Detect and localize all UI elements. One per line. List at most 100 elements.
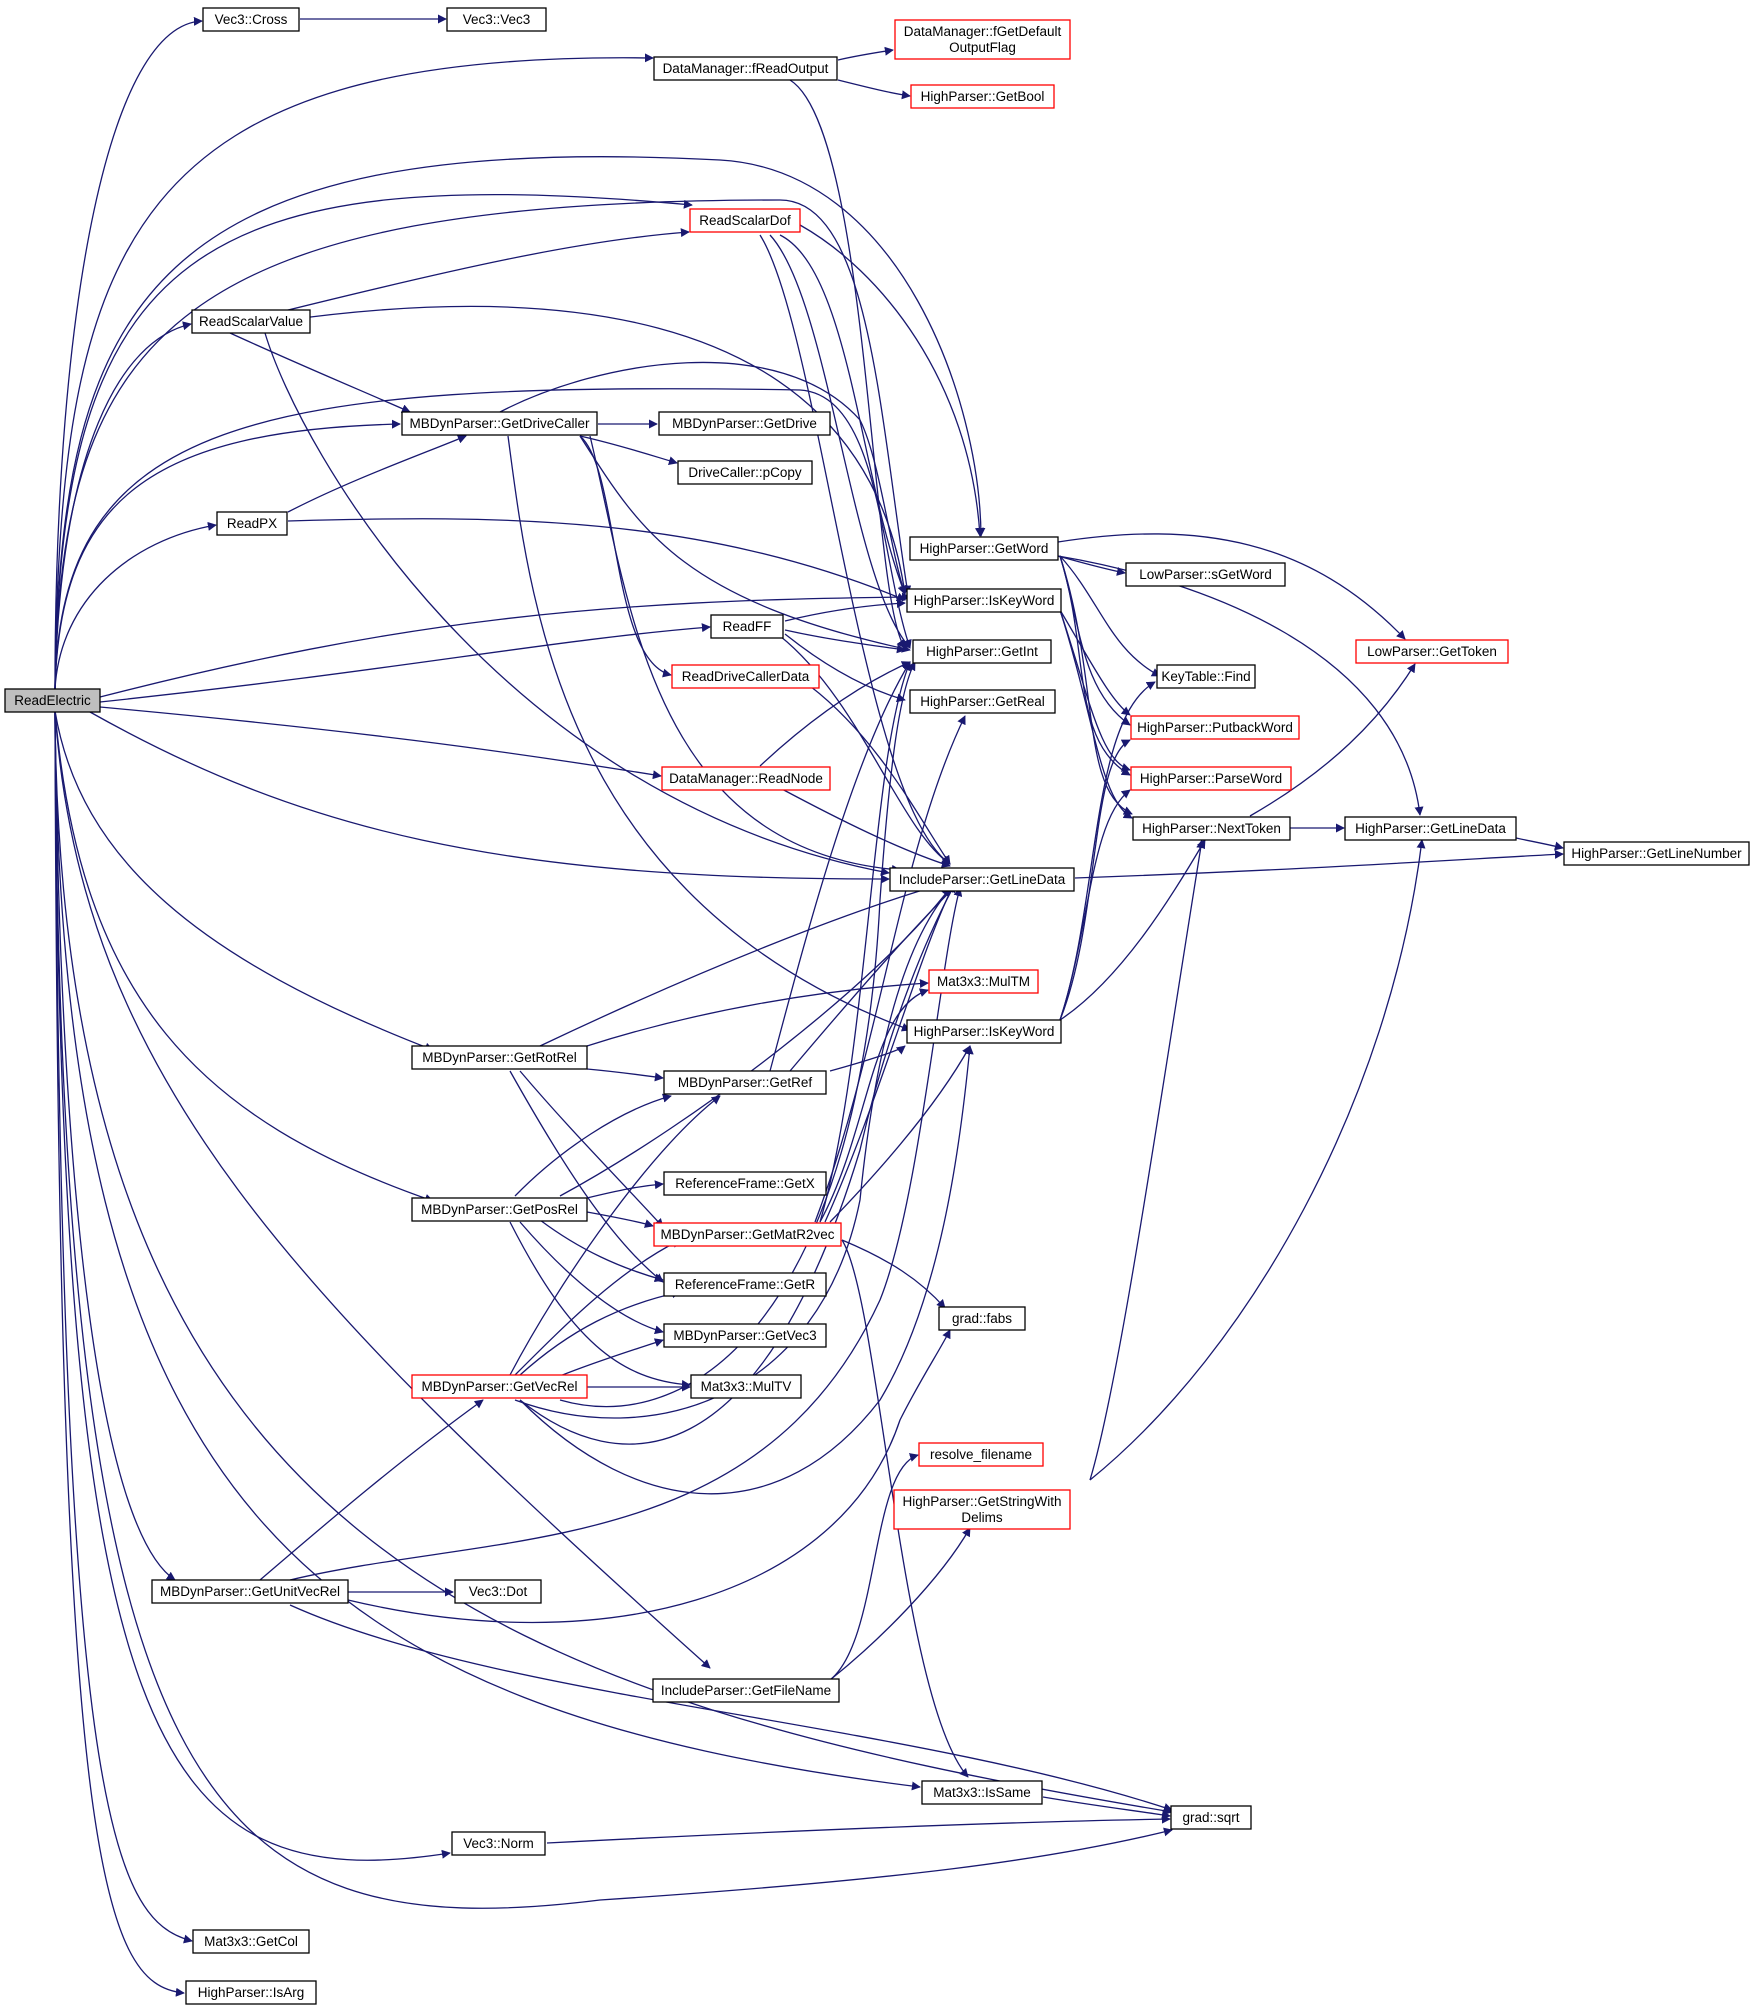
node-keytable-find[interactable]: KeyTable::Find (1156, 664, 1256, 689)
node-hp-getreal[interactable]: HighParser::GetReal (909, 689, 1056, 714)
node-mbp-getrotrel[interactable]: MBDynParser::GetRotRel (411, 1045, 588, 1070)
edge-vecrel-getint (559, 661, 916, 1408)
node-read-electric[interactable]: ReadElectric (4, 688, 101, 713)
edge-gdc-iskeyword (499, 361, 907, 595)
svg-text:MBDynParser::GetRef: MBDynParser::GetRef (678, 1075, 813, 1090)
node-read-scalar-dof[interactable]: ReadScalarDof (689, 208, 801, 233)
node-ip-getfilename[interactable]: IncludeParser::GetFileName (652, 1678, 840, 1703)
edge-readelectric-getposrel (54, 710, 434, 1203)
svg-text:Delims: Delims (961, 1510, 1003, 1525)
edge-readelectric-getcol (54, 710, 193, 1944)
svg-text:IncludeParser::GetFileName: IncludeParser::GetFileName (661, 1683, 831, 1698)
edge-readelectric-cross (54, 16, 203, 690)
edge-rotrel-getref (586, 1068, 664, 1082)
node-read-ff[interactable]: ReadFF (710, 614, 784, 639)
node-mbp-getmatr2vec[interactable]: MBDynParser::GetMatR2vec (653, 1222, 842, 1247)
edge-readff-iskeyword (784, 598, 906, 622)
node-mbp-getref[interactable]: MBDynParser::GetRef (663, 1070, 827, 1095)
node-drivecaller-pcopy[interactable]: DriveCaller::pCopy (677, 460, 813, 485)
node-grad-fabs[interactable]: grad::fabs (938, 1306, 1026, 1331)
svg-text:HighParser::ParseWord: HighParser::ParseWord (1140, 771, 1282, 786)
node-mbp-getvec3[interactable]: MBDynParser::GetVec3 (663, 1323, 827, 1348)
svg-text:MBDynParser::GetUnitVecRel: MBDynParser::GetUnitVecRel (160, 1584, 340, 1599)
edge-readff-getint (784, 629, 906, 654)
node-rf-getx[interactable]: ReferenceFrame::GetX (663, 1171, 827, 1196)
edge-vecrel-iskeyword2 (519, 1045, 974, 1495)
edge-rsv-readscalardof (279, 228, 690, 313)
node-vec3-norm[interactable]: Vec3::Norm (451, 1831, 546, 1856)
svg-text:ReferenceFrame::GetX: ReferenceFrame::GetX (675, 1176, 815, 1191)
edge-readelectric-iskeyword1b (99, 592, 911, 698)
edge-rsv-iskeyword (279, 305, 909, 595)
edge-unitvecrel-vecrel (259, 1399, 484, 1581)
node-mbp-getposrel[interactable]: MBDynParser::GetPosRel (411, 1197, 588, 1222)
edge-rsd-iskeyword (779, 234, 907, 595)
svg-text:ReadPX: ReadPX (227, 516, 277, 531)
edge-rsd-iplinedata (759, 234, 951, 865)
edge-rotrel-iplinedata (539, 879, 951, 1047)
node-hp-putbackword[interactable]: HighParser::PutbackWord (1130, 715, 1300, 740)
svg-text:HighParser::GetBool: HighParser::GetBool (921, 89, 1045, 104)
edge-readpx-iskeyword (287, 518, 906, 602)
edge-rotrel-multm (586, 979, 929, 1047)
node-dm-freadoutput[interactable]: DataManager::fReadOutput (653, 56, 838, 81)
edge-readelectric-readff (99, 623, 711, 703)
edge-ipgld-getlinenumber (1074, 849, 1564, 879)
edge-posrel-getx (586, 1180, 664, 1199)
edge-readelectric-isarg (54, 710, 185, 1997)
edge-vecrel-getref (509, 1095, 721, 1376)
node-rf-getr[interactable]: ReferenceFrame::GetR (663, 1272, 827, 1297)
node-mat3x3-multm[interactable]: Mat3x3::MulTM (928, 969, 1039, 994)
node-vec3-cross[interactable]: Vec3::Cross (202, 7, 300, 32)
node-lp-sgetword[interactable]: LowParser::sGetWord (1125, 562, 1286, 587)
node-grad-sqrt[interactable]: grad::sqrt (1170, 1805, 1252, 1830)
svg-text:HighParser::NextToken: HighParser::NextToken (1142, 821, 1281, 836)
edge-vecrel-iplinedata2 (519, 883, 956, 1445)
svg-text:HighParser::GetLineNumber: HighParser::GetLineNumber (1571, 846, 1742, 861)
node-hp-getint[interactable]: HighParser::GetInt (912, 639, 1052, 664)
edge-rotrel-getr (509, 1070, 664, 1283)
node-mbp-getunitvecrel[interactable]: MBDynParser::GetUnitVecRel (151, 1579, 349, 1604)
edge-rotrel-matr2vec (519, 1070, 664, 1228)
edge-gdc-pcopy (579, 435, 678, 466)
edge-hpgld-getlinenumber (1515, 837, 1564, 851)
node-mat3x3-getcol[interactable]: Mat3x3::GetCol (192, 1929, 310, 1954)
node-read-px[interactable]: ReadPX (216, 511, 288, 536)
edge-matr2vec-iplinedata (824, 881, 956, 1223)
node-mbp-getdrivecaller[interactable]: MBDynParser::GetDriveCaller (401, 411, 598, 436)
node-hp-nexttoken[interactable]: HighParser::NextToken (1132, 816, 1291, 841)
node-hp-iskeyword-2[interactable]: HighParser::IsKeyWord (906, 1019, 1062, 1044)
svg-text:HighParser::IsKeyWord: HighParser::IsKeyWord (914, 1024, 1055, 1039)
node-hp-getbool[interactable]: HighParser::GetBool (910, 84, 1055, 109)
svg-text:Vec3::Norm: Vec3::Norm (463, 1836, 534, 1851)
edge-vecrel-getr (519, 1289, 681, 1376)
node-hp-getlinenumber[interactable]: HighParser::GetLineNumber (1563, 841, 1750, 866)
svg-text:MBDynParser::GetRotRel: MBDynParser::GetRotRel (422, 1050, 577, 1065)
node-mbp-getdrive[interactable]: MBDynParser::GetDrive (658, 411, 831, 436)
edge-readelectric-iskeyword1 (54, 199, 912, 690)
node-hp-iskeyword-1[interactable]: HighParser::IsKeyWord (906, 588, 1062, 613)
edge-readelectric-getdrivecaller (54, 419, 401, 690)
node-vec3-dot[interactable]: Vec3::Dot (454, 1579, 542, 1604)
node-read-scalar-value[interactable]: ReadScalarValue (191, 309, 311, 334)
node-lp-gettoken[interactable]: LowParser::GetToken (1355, 639, 1509, 664)
edge-readelectric-issame (54, 710, 921, 1791)
node-mat3x3-multv[interactable]: Mat3x3::MulTV (690, 1374, 802, 1399)
node-ip-getlinedata[interactable]: IncludeParser::GetLineData (889, 867, 1075, 892)
node-hp-parseword[interactable]: HighParser::ParseWord (1130, 766, 1292, 791)
edge-unitvecrel-sqrt (289, 1604, 1173, 1812)
node-hp-getword[interactable]: HighParser::GetWord (909, 536, 1059, 561)
node-hp-isarg[interactable]: HighParser::IsArg (185, 1980, 317, 2005)
svg-text:HighParser::GetInt: HighParser::GetInt (926, 644, 1038, 659)
svg-text:MBDynParser::GetPosRel: MBDynParser::GetPosRel (421, 1202, 578, 1217)
node-hp-getlinedata[interactable]: HighParser::GetLineData (1344, 816, 1517, 841)
node-resolve-filename[interactable]: resolve_filename (918, 1442, 1044, 1467)
edge-gdc-iplinedata (589, 435, 901, 874)
node-dm-readnode[interactable]: DataManager::ReadNode (661, 766, 831, 791)
node-vec3-vec3[interactable]: Vec3::Vec3 (446, 7, 547, 32)
node-read-drivecaller-data[interactable]: ReadDriveCallerData (671, 664, 820, 689)
node-mbp-getvecrel[interactable]: MBDynParser::GetVecRel (411, 1374, 588, 1399)
node-mat3x3-issame[interactable]: Mat3x3::IsSame (921, 1780, 1043, 1805)
